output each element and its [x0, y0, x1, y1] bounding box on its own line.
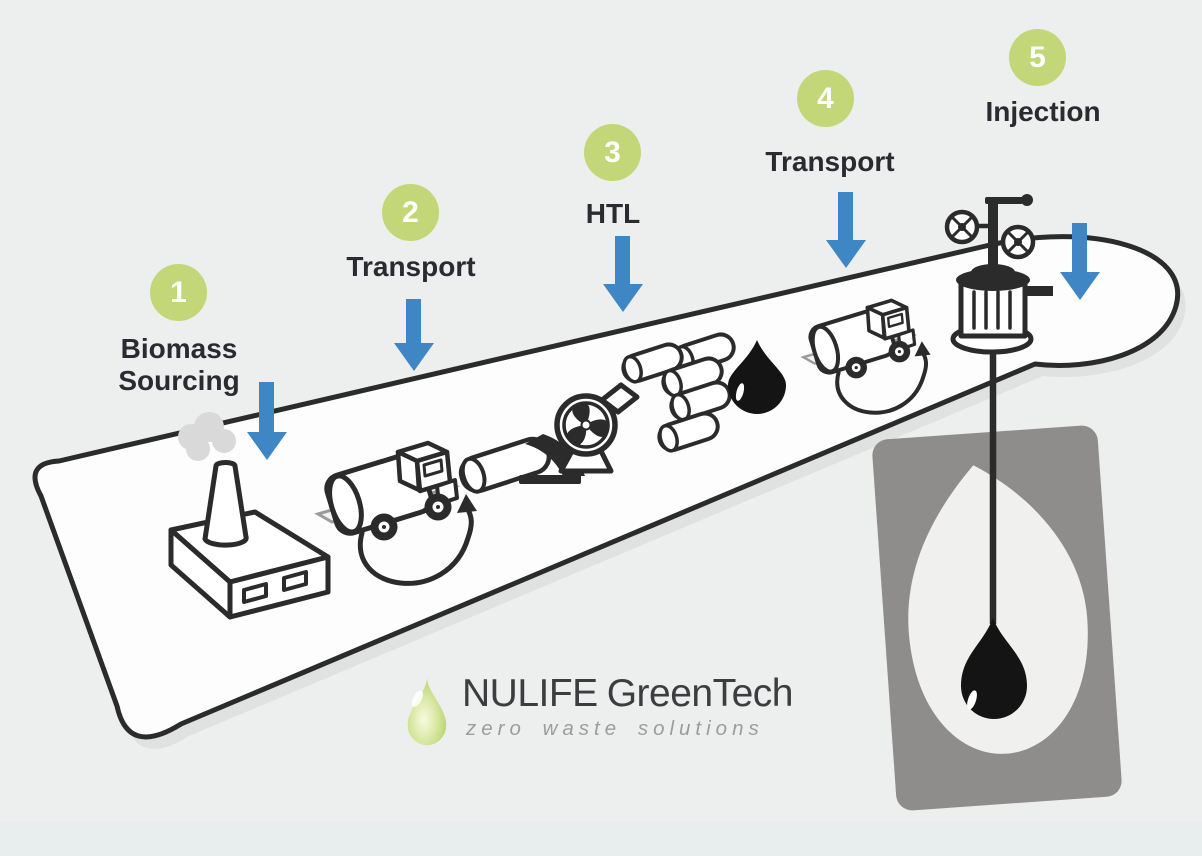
step-1-down-arrow-icon	[246, 382, 287, 460]
pump-icon	[554, 382, 640, 474]
step-1-label: Biomass Sourcing	[118, 333, 240, 397]
ramp	[32, 234, 1181, 740]
step-5-label: Injection	[985, 96, 1101, 127]
step-1-badge: 1	[150, 264, 207, 321]
logo-tagline: zero waste solutions	[466, 717, 764, 740]
step-3-down-arrow-icon	[602, 236, 643, 312]
feed-pipe-icon	[458, 436, 552, 494]
step-5-badge: 5	[1009, 29, 1066, 86]
wellhead-icon	[944, 194, 1053, 355]
step-2-label: Transport	[346, 251, 476, 282]
step-2-badge: 2	[382, 184, 439, 241]
step-4-badge: 4	[797, 70, 854, 127]
step-4-down-arrow-icon	[825, 192, 866, 268]
valve-wheel-icon	[944, 209, 1036, 260]
oil-drop-icon	[728, 340, 786, 414]
step-5-down-arrow-icon	[1059, 223, 1100, 300]
step-3-badge: 3	[584, 124, 641, 181]
step-3-label: HTL	[585, 198, 641, 229]
factory-icon	[168, 460, 331, 620]
step-2-down-arrow-icon	[393, 299, 434, 371]
step-4-label: Transport	[765, 146, 895, 177]
logo-product-name: GreenTech	[606, 672, 794, 715]
bottom-band	[0, 822, 1202, 856]
reservoir-oil-drop	[961, 618, 1027, 719]
logo-brand-name: NULIFE	[462, 672, 598, 715]
reservoir-icon	[872, 425, 1122, 811]
reservoir-pocket	[908, 465, 1088, 754]
droplet-logo-icon	[407, 677, 447, 746]
truck-icon	[314, 440, 477, 586]
smoke-icon	[178, 412, 236, 461]
